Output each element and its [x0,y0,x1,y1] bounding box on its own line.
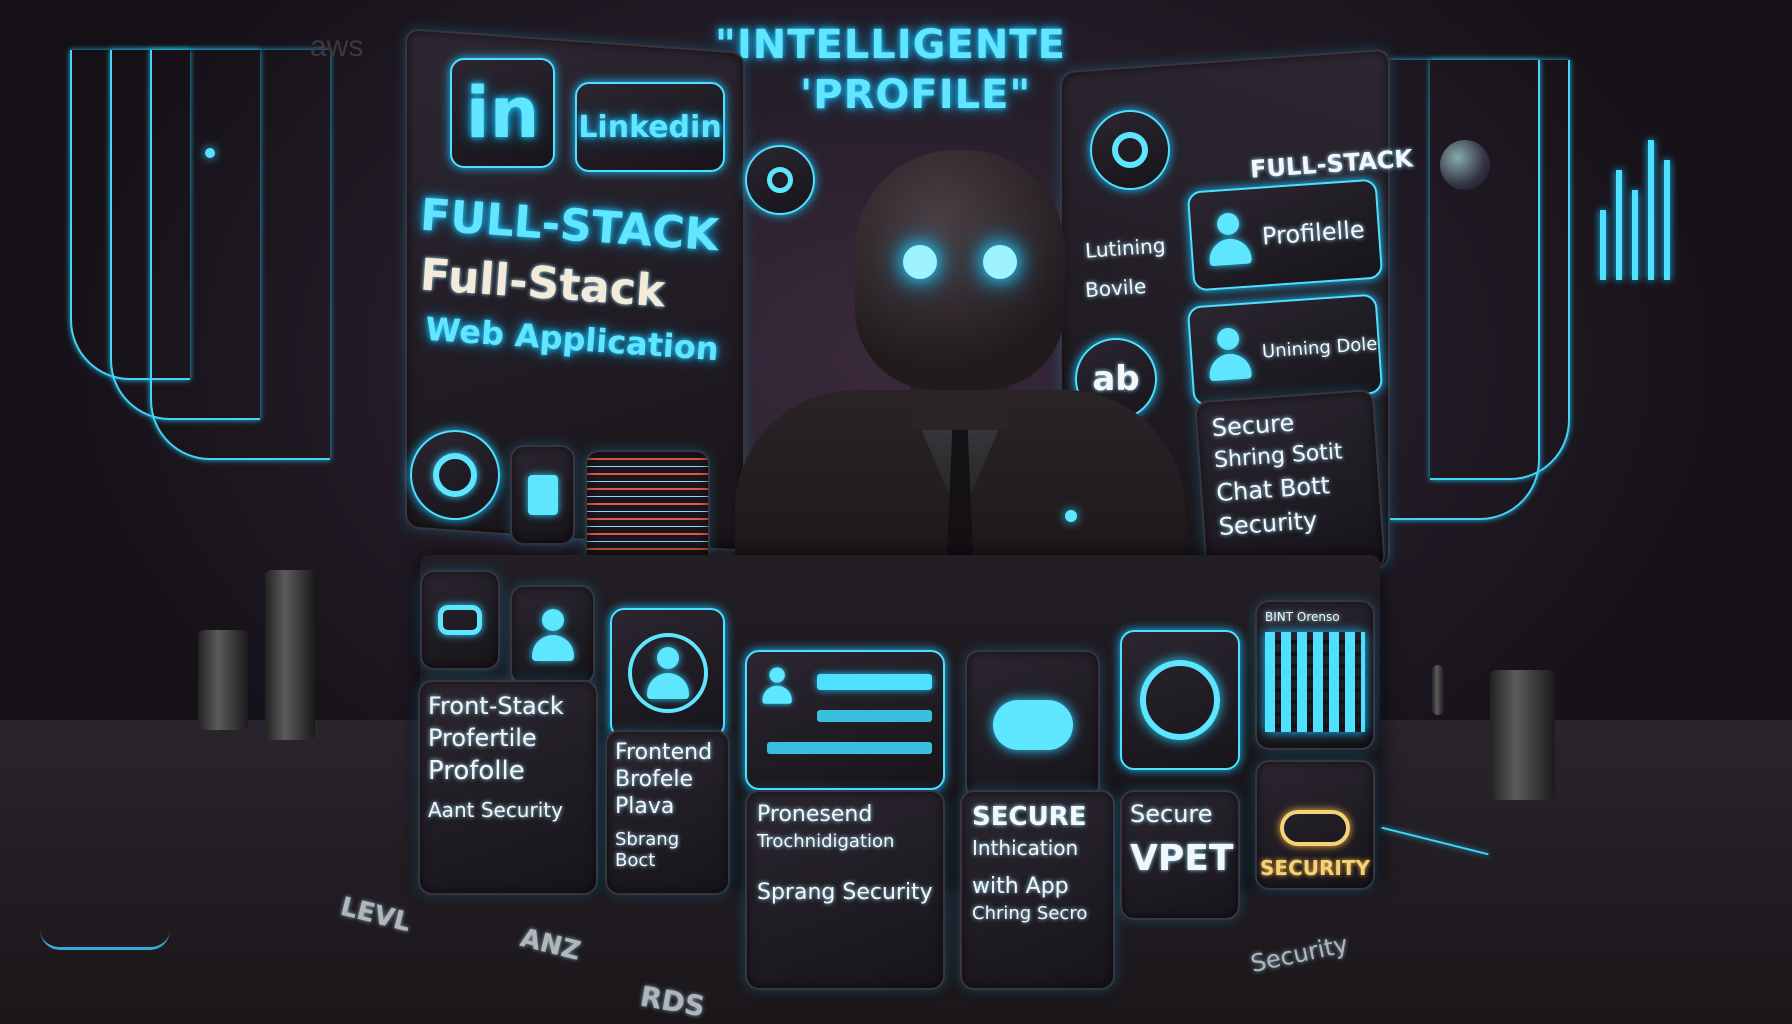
gear-icon [410,430,500,520]
robot-head-icon [855,150,1065,390]
page-title-line1: "INTELLIGENTE [715,22,1066,68]
lock-icon [745,145,815,215]
equalizer-icon [1265,632,1365,732]
front-mid-card: Frontend Brofele Plava Sbrang Boct [605,730,730,895]
secure-item: Secure [1210,408,1296,443]
profile-card-1: Profilelle [1186,178,1384,292]
amazon-smile-icon [40,930,170,950]
security-card: SECURITY [1255,760,1375,890]
login-form-card [745,650,945,790]
chat-icon [420,570,500,670]
glass-orb-icon [1440,140,1490,190]
user-icon [1204,324,1254,383]
form-field-1 [817,674,932,690]
cylinder-left-2 [265,570,315,740]
user-icon-circle [610,608,725,738]
cylinder-right-2 [1432,665,1444,715]
equalizer-card: BINT Orenso [1255,600,1375,750]
form-field-2 [817,710,932,722]
aws-logo: aws [310,30,364,63]
robot-figure [735,150,1185,640]
form-field-3 [767,742,932,754]
linkedin-label: Linkedin [578,109,722,145]
linkedin-label-card: Linkedin [575,82,725,172]
cylinder-right-1 [1490,670,1555,800]
vpet-card: Secure VPET [1120,790,1240,920]
cylinder-left-1 [198,630,248,730]
document-icon [510,445,575,545]
front-right-card: SECURE Inthication with App Chring Secro [960,790,1115,990]
equalizer-bars [1600,130,1690,280]
wire-node-dot [205,148,215,158]
secure-menu-panel: Secure Shring Sotit Chat Bott Security [1193,388,1387,582]
robot-eye-right [983,245,1017,279]
cloud-icon [965,650,1100,800]
robot-tie [947,430,973,570]
secure-item: Shring Sotit [1213,439,1344,474]
circuit-wire-right-2 [1390,60,1540,520]
page-title-line2: 'PROFILE" [800,72,1032,118]
gear-icon-right [1090,110,1170,190]
linkedin-icon: in [450,58,555,168]
circuit-wire-left-3 [150,50,330,460]
lapel-pin-icon [1065,510,1077,522]
security-shield-icon [1120,630,1240,770]
user-icon [1204,209,1254,268]
user-icon [761,666,793,705]
front-left-card: Front-Stack Profertile Profolle Aant Sec… [418,680,598,895]
user-icon-front [510,585,595,685]
robot-eye-left [903,245,937,279]
rings-icon [1280,810,1350,846]
front-center-card: Pronesend Trochnidigation Sprang Securit… [745,790,945,990]
secure-item: Chat Bott [1215,471,1331,508]
secure-item: Security [1217,506,1319,542]
